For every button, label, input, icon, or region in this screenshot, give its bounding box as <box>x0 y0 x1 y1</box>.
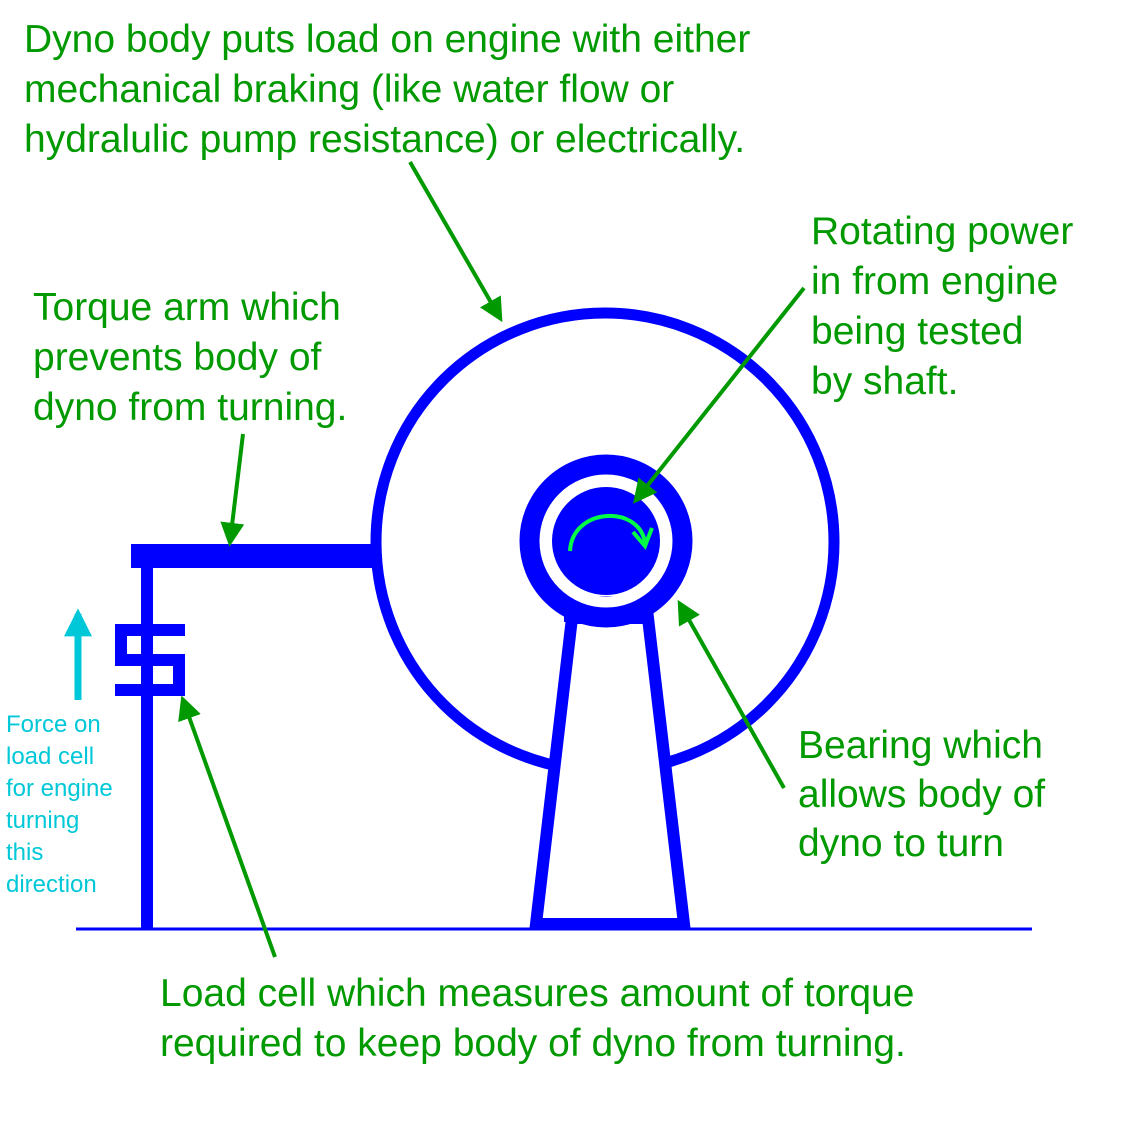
rotation-arrowhead-icon <box>631 527 654 550</box>
load-cell-line: Load cell which measures amount of torqu… <box>160 972 914 1015</box>
torque-arm-line: dyno from turning. <box>33 386 347 429</box>
force-line: this <box>6 839 43 866</box>
force-line: turning <box>6 807 79 834</box>
rotating-power-label: Rotating power in from engine being test… <box>811 210 1084 403</box>
bearing-line: Bearing which <box>798 724 1043 767</box>
force-line: direction <box>6 871 97 898</box>
bearing-gap <box>539 474 673 608</box>
rotating-power-line: Rotating power <box>811 210 1073 253</box>
torque-post <box>141 556 153 928</box>
torque-arm <box>131 544 378 568</box>
rotating-power-pointer <box>633 286 806 504</box>
bearing-line: dyno to turn <box>798 822 1004 865</box>
load-cell-line: required to keep body of dyno from turni… <box>160 1022 906 1065</box>
torque-arm-line: Torque arm which <box>33 286 341 329</box>
torque-arm-pointer <box>220 433 245 547</box>
dyno-body-line: Dyno body puts load on engine with eithe… <box>24 18 750 61</box>
bearing-pointer <box>677 599 786 789</box>
rotating-power-line: by shaft. <box>811 360 958 403</box>
load-cell <box>115 560 185 696</box>
rotating-power-line: in from engine <box>811 260 1058 303</box>
dyno-body-line: mechanical braking (like water flow or <box>24 68 674 111</box>
load-cell-label: Load cell which measures amount of torqu… <box>160 972 925 1065</box>
shaft <box>552 487 660 595</box>
force-label: Force on load cell for engine turning th… <box>6 711 119 898</box>
force-line: for engine <box>6 775 113 802</box>
force-line: Force on <box>6 711 101 738</box>
rotation-arrow-icon <box>568 513 647 552</box>
torque-arm-label: Torque arm which prevents body of dyno f… <box>33 286 352 429</box>
torque-arm-line: prevents body of <box>33 336 322 379</box>
dyno-body-line: hydralulic pump resistance) or electrica… <box>24 118 745 161</box>
force-line: load cell <box>6 743 94 770</box>
rotating-power-line: being tested <box>811 310 1024 353</box>
load-cell-pointer <box>178 695 277 958</box>
bearing-line: allows body of <box>798 773 1045 816</box>
dyno-stand <box>529 612 691 930</box>
dyno-body-label: Dyno body puts load on engine with eithe… <box>24 18 761 161</box>
bearing-label: Bearing which allows body of dyno to tur… <box>798 724 1056 865</box>
dyno-body-pointer <box>408 161 503 323</box>
